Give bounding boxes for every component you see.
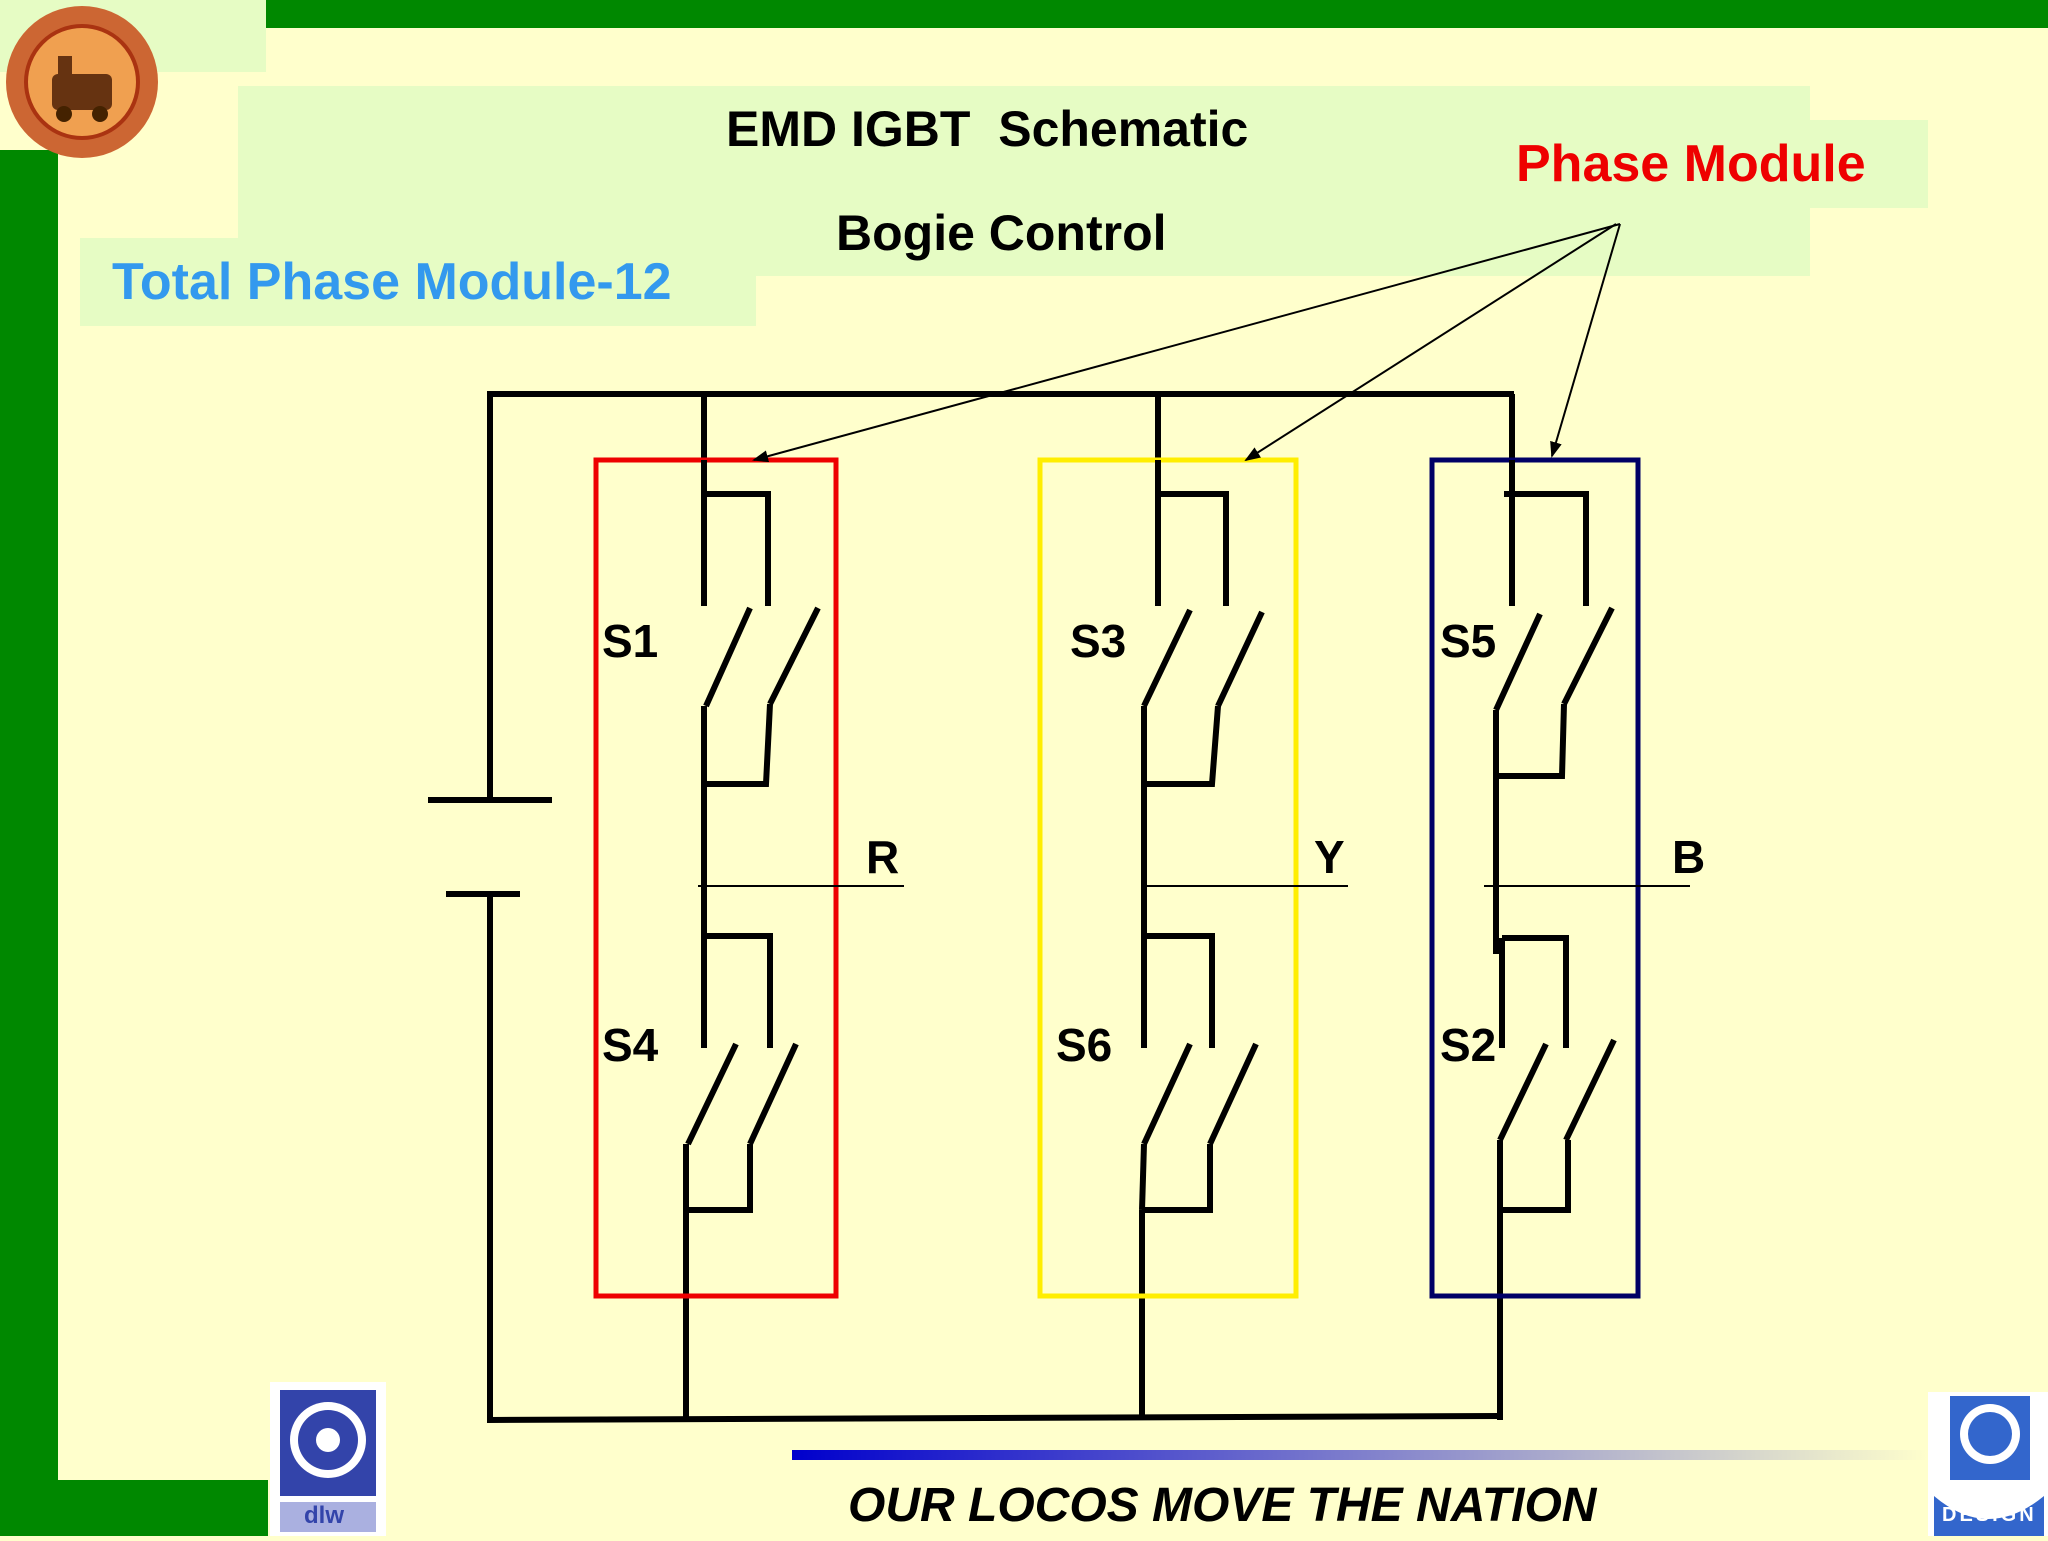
phase-label-y: Y [1314,831,1345,883]
top-green-bar [262,0,2048,28]
leg-y [1139,460,1265,1213]
footer-slogan: OUR LOCOS MOVE THE NATION [848,1479,1597,1532]
switch-label-s2: S2 [1440,1019,1497,1071]
leg-b [1493,460,1617,1213]
slide-subtitle: Bogie Control [836,205,1167,261]
switch-label-s6: S6 [1056,1019,1113,1071]
phase-label-b: B [1672,831,1706,883]
phase-module-r [593,457,839,1299]
total-box [80,238,756,326]
switch-label-s3: S3 [1070,615,1127,667]
leg-r [683,460,821,1213]
phase-label-r: R [866,831,900,883]
callout-arrows [752,223,1621,463]
total-phase-label: Total Phase Module-12 [112,253,672,311]
footer-rule [792,1450,1932,1460]
phase-module-y [1037,457,1299,1299]
switch-label-s4: S4 [602,1019,659,1071]
design-logo: DESIGN [1928,1392,2048,1536]
callout-box [1508,120,1928,208]
dlw-logo: dlw [270,1382,386,1536]
callout-label: Phase Module [1516,135,1866,193]
battery-symbol [428,797,552,897]
dc-bus-wires [487,391,1515,1424]
left-green-bar [0,150,58,1480]
switch-label-s5: S5 [1440,615,1497,667]
dlw-logo-text: dlw [304,1502,344,1529]
phase-module-b [1429,457,1641,1299]
design-logo-text: DESIGN [1942,1504,2037,1526]
slide-title: EMD IGBT Schematic [726,101,1249,157]
railway-emblem [2,4,162,160]
switch-label-s1: S1 [602,615,659,667]
bottom-green-bar [0,1480,268,1536]
